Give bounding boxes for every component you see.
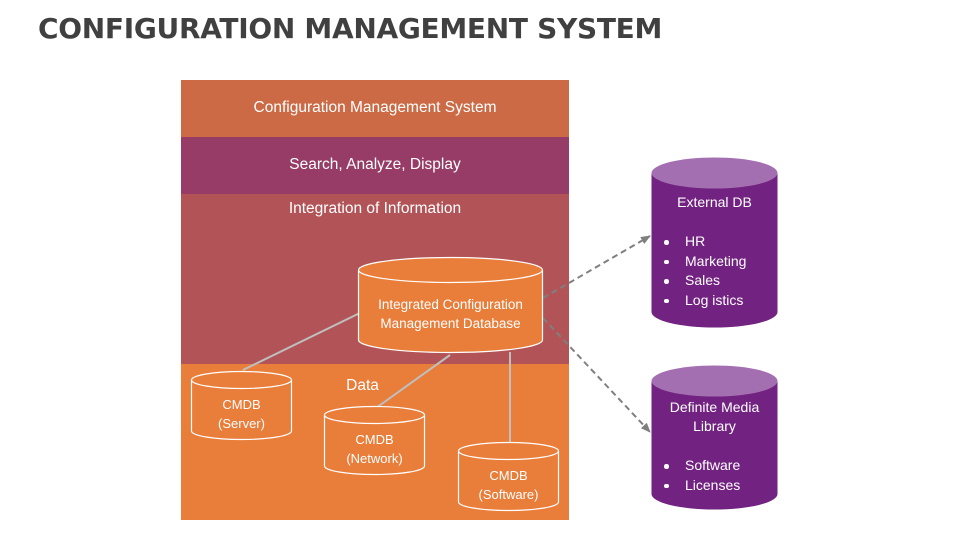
layer-label: Search, Analyze, Display	[289, 156, 461, 173]
media-library-list: Software Licenses	[663, 456, 740, 495]
arrow-to-external-db	[542, 235, 651, 299]
database-icon	[651, 157, 778, 328]
external-db-list: HR Marketing Sales Log istics	[663, 232, 746, 310]
layer-label: Data	[346, 377, 379, 394]
layer-label: Integration of Information	[288, 200, 462, 217]
cmdb-server-cylinder: CMDB (Server)	[190, 370, 293, 441]
database-icon	[651, 365, 778, 510]
cylinder-label: (Software)	[478, 487, 539, 502]
cylinder-label: Management Database	[380, 316, 521, 331]
cmdb-software-cylinder: CMDB (Software)	[457, 441, 560, 512]
arrow-to-media-library	[542, 317, 651, 433]
database-icon	[323, 405, 426, 476]
connector-server	[242, 309, 367, 371]
database-icon	[190, 370, 293, 441]
layer-label: Configuration Management System	[253, 99, 497, 116]
layer-search-analyze-display: Search, Analyze, Display	[181, 137, 569, 194]
cylinder-label: Integrated Configuration	[378, 297, 523, 312]
list-item: Software	[663, 456, 740, 476]
connector-network	[375, 354, 451, 409]
list-item: Marketing	[663, 252, 746, 272]
database-icon	[457, 441, 560, 512]
media-library-cylinder: Definite Media Library Software Licenses	[651, 365, 778, 510]
external-db-title: External DB	[677, 194, 752, 210]
page-title: CONFIGURATION MANAGEMENT SYSTEM	[38, 12, 663, 45]
list-item: Licenses	[663, 476, 740, 496]
list-item: Sales	[663, 271, 746, 291]
media-library-title: Library	[693, 418, 736, 434]
cylinder-label: CMDB	[489, 468, 528, 483]
cylinder-label: CMDB	[355, 432, 394, 447]
cylinder-label: (Network)	[346, 451, 403, 466]
list-item: HR	[663, 232, 746, 252]
cmdb-network-cylinder: CMDB (Network)	[323, 405, 426, 476]
database-icon	[357, 256, 544, 354]
layer-configuration-management-system: Configuration Management System	[181, 80, 569, 137]
integrated-cmdb-cylinder: Integrated Configuration Management Data…	[357, 256, 544, 354]
list-item: Log istics	[663, 291, 746, 311]
external-db-cylinder: External DB HR Marketing Sales Log istic…	[651, 157, 778, 328]
cylinder-label: CMDB	[222, 397, 261, 412]
cylinder-label: (Server)	[218, 416, 265, 431]
media-library-title: Definite Media	[669, 399, 760, 415]
